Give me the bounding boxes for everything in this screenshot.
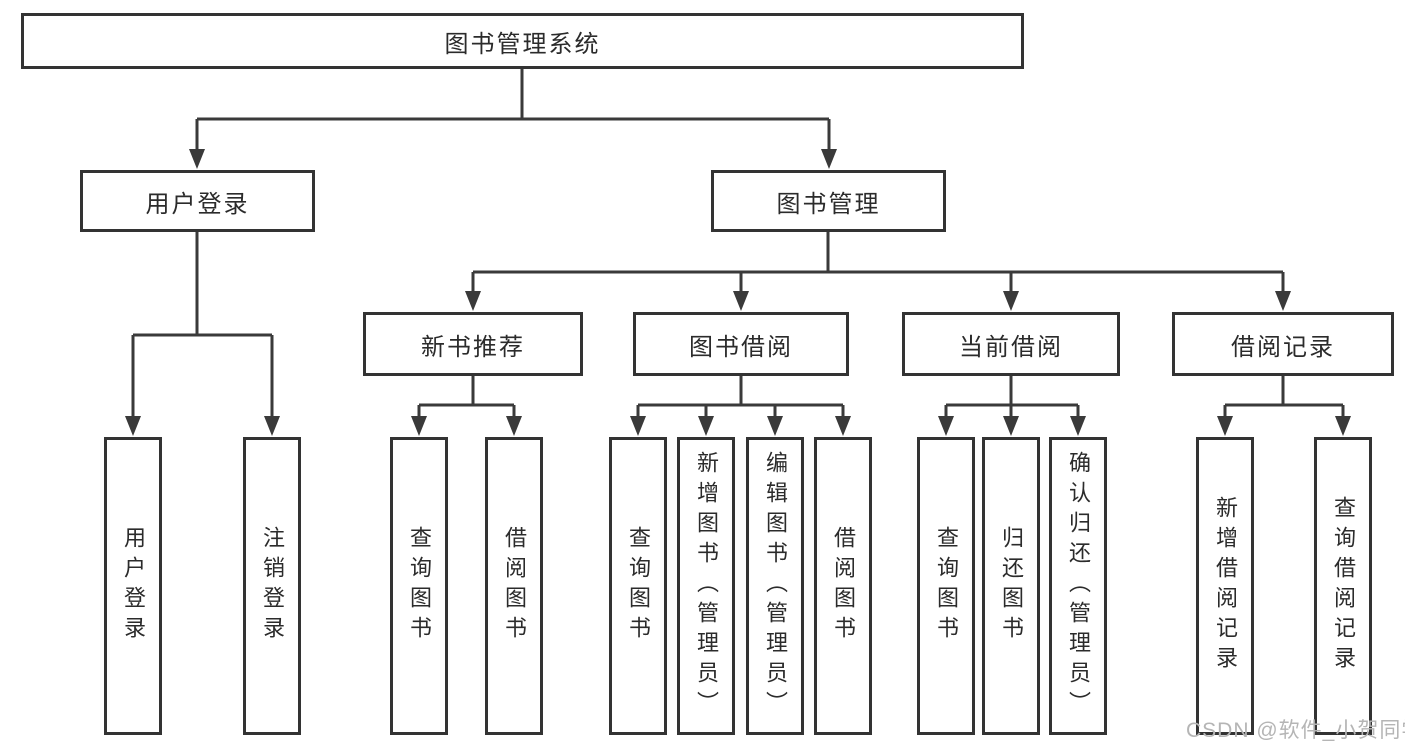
csdn-watermark: CSDN @软件_小贺同学 — [1186, 719, 1405, 742]
node-new-book-recommend: 新书推荐 — [363, 312, 583, 376]
leaf-query-books-recommend: 查询图书 — [390, 437, 448, 735]
connector-current-borrow — [944, 376, 1080, 418]
node-book-management: 图书管理 — [711, 170, 946, 232]
leaf-label: 查询借阅记录 — [1331, 496, 1356, 676]
arrowhead — [1217, 416, 1233, 436]
node-book-borrow: 图书借阅 — [633, 312, 849, 376]
leaf-label: 查询图书 — [934, 526, 959, 646]
leaf-logout-login: 注销登录 — [243, 437, 301, 735]
leaf-label: 借阅图书 — [502, 526, 527, 646]
connector-borrow-records — [1223, 376, 1345, 418]
arrowhead — [938, 416, 954, 436]
leaf-label: 新增图书（管理员） — [694, 451, 719, 721]
arrowhead — [506, 416, 522, 436]
leaf-add-borrow-record: 新增借阅记录 — [1196, 437, 1254, 735]
leaf-query-borrow-record: 查询借阅记录 — [1314, 437, 1372, 735]
node-user-login: 用户登录 — [80, 170, 315, 232]
arrowhead — [1003, 291, 1019, 311]
arrowheads — [125, 149, 1351, 436]
leaf-confirm-return-admin: 确认归还（管理员） — [1049, 437, 1107, 735]
leaf-borrow-books-recommend: 借阅图书 — [485, 437, 543, 735]
leaf-label: 确认归还（管理员） — [1066, 451, 1091, 721]
leaf-label: 查询图书 — [626, 526, 651, 646]
connector-root — [195, 69, 831, 151]
leaf-borrow-books-borrow: 借阅图书 — [814, 437, 872, 735]
leaf-label: 查询图书 — [407, 526, 432, 646]
leaf-add-books-admin: 新增图书（管理员） — [677, 437, 735, 735]
connector-book-borrow — [636, 376, 845, 418]
arrowhead — [1335, 416, 1351, 436]
leaf-label: 归还图书 — [999, 526, 1024, 646]
leaf-label: 新增借阅记录 — [1213, 496, 1238, 676]
arrowhead — [835, 416, 851, 436]
arrowhead — [465, 291, 481, 311]
arrowhead — [733, 291, 749, 311]
connector-book-management — [471, 232, 1285, 293]
leaf-edit-books-admin: 编辑图书（管理员） — [746, 437, 804, 735]
arrowhead — [630, 416, 646, 436]
leaf-query-books-borrow: 查询图书 — [609, 437, 667, 735]
arrowhead — [1070, 416, 1086, 436]
leaf-label: 注销登录 — [260, 526, 285, 646]
arrowhead — [411, 416, 427, 436]
leaf-label: 用户登录 — [121, 526, 146, 646]
connector-new-book-recommend — [417, 376, 516, 418]
leaf-label: 编辑图书（管理员） — [763, 451, 788, 721]
node-borrow-records: 借阅记录 — [1172, 312, 1394, 376]
arrowhead — [125, 416, 141, 436]
arrowhead — [1275, 291, 1291, 311]
leaf-return-books: 归还图书 — [982, 437, 1040, 735]
arrowhead — [264, 416, 280, 436]
arrowhead — [767, 416, 783, 436]
node-current-borrow: 当前借阅 — [902, 312, 1120, 376]
leaf-label: 借阅图书 — [831, 526, 856, 646]
node-root: 图书管理系统 — [21, 13, 1024, 69]
leaf-user-login: 用户登录 — [104, 437, 162, 735]
leaf-query-books-current: 查询图书 — [917, 437, 975, 735]
connector-user-login — [131, 232, 274, 418]
arrowhead — [189, 149, 205, 169]
arrowhead — [821, 149, 837, 169]
arrowhead — [698, 416, 714, 436]
arrowhead — [1003, 416, 1019, 436]
